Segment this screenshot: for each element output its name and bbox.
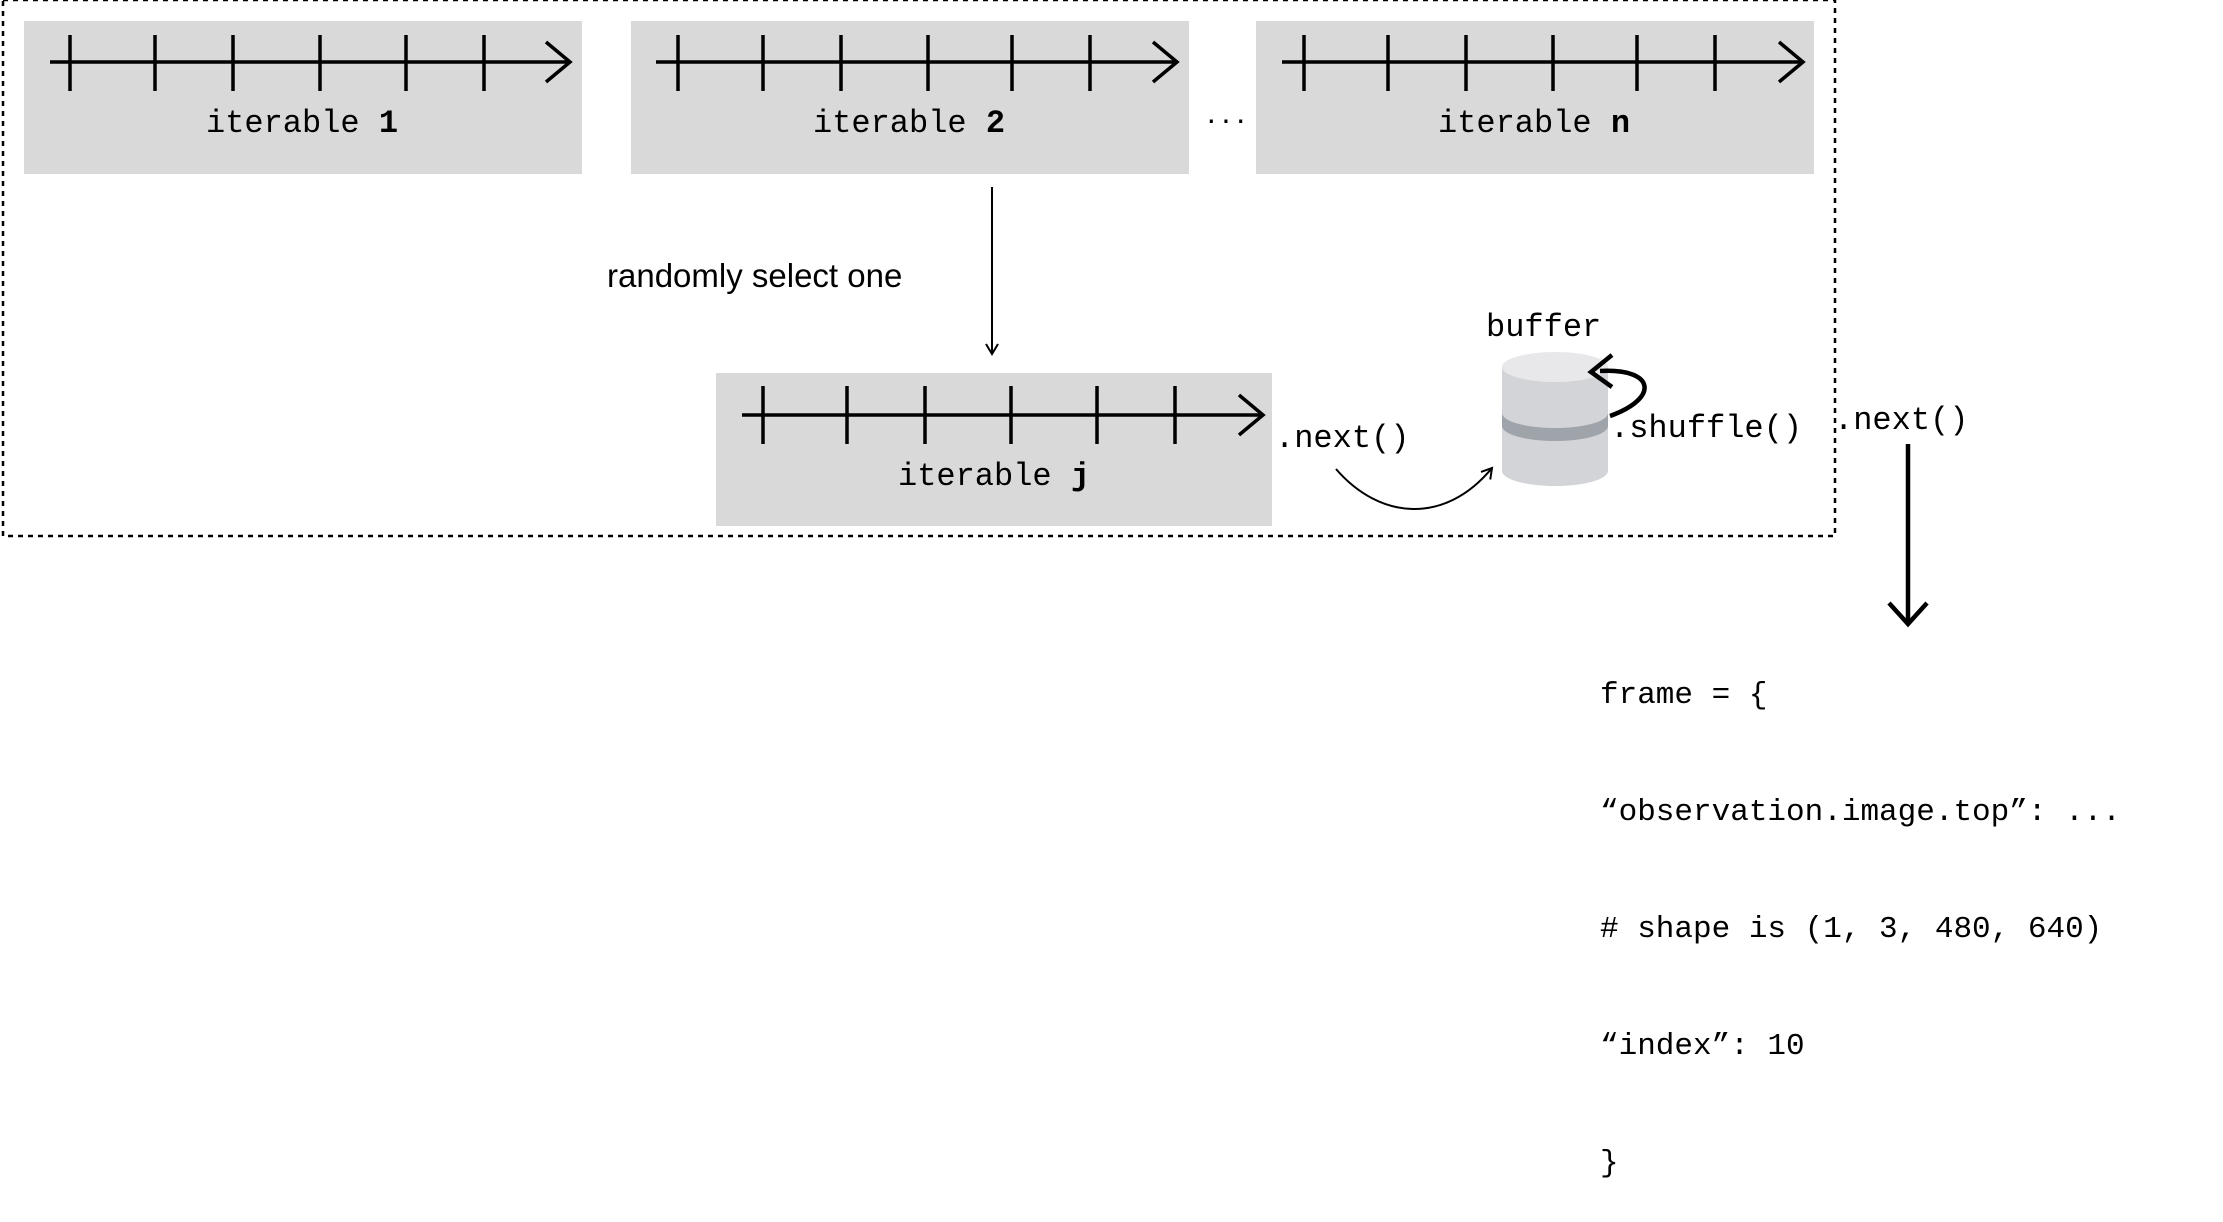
iterable-2-label: iterable 2 bbox=[813, 105, 1005, 142]
frame-line-close: } bbox=[1600, 1146, 1619, 1181]
sampler-container bbox=[1, 0, 1837, 538]
select-label: randomly select one bbox=[607, 257, 902, 294]
shuffle-label: .shuffle() bbox=[1610, 410, 1802, 447]
frame-line-observation: “observation.image.top”: ... bbox=[1600, 795, 2121, 830]
timeline-arrow-n bbox=[1282, 35, 1806, 91]
iterable-n-label: iterable n bbox=[1438, 105, 1630, 142]
frame-line-index: “index”: 10 bbox=[1600, 1029, 1805, 1064]
timeline-arrow-2 bbox=[656, 35, 1180, 91]
shuffle-loop-arrow bbox=[1599, 368, 1647, 419]
buffer-label: buffer bbox=[1486, 309, 1601, 346]
next-label-1: .next() bbox=[1275, 420, 1409, 457]
ellipsis: ··· bbox=[1206, 101, 1250, 137]
shuffle-arrowhead bbox=[1587, 353, 1614, 389]
iterable-1-box: iterable 1 bbox=[24, 21, 582, 174]
buffer-cylinder bbox=[1502, 352, 1608, 486]
iterable-n-box: iterable n bbox=[1256, 21, 1814, 174]
output-arrow bbox=[1887, 444, 1929, 628]
iterable-j-label: iterable j bbox=[898, 458, 1090, 495]
timeline-arrow-1 bbox=[50, 35, 573, 91]
timeline-arrow-j bbox=[742, 386, 1266, 444]
dataloader-diagram: iterable 1 iterable 2 ··· bbox=[1, 0, 1968, 628]
iterable-j-box: iterable j bbox=[716, 373, 1272, 526]
iterable-2-box: iterable 2 bbox=[631, 21, 1189, 174]
frame-output: frame = { “observation.image.top”: ... #… bbox=[1600, 598, 2121, 1222]
next-label-2: .next() bbox=[1834, 402, 1968, 439]
frame-line-shape-comment: # shape is (1, 3, 480, 640) bbox=[1600, 912, 2103, 947]
next-curve-arrow bbox=[1335, 466, 1494, 510]
frame-line-open: frame = { bbox=[1600, 678, 1768, 713]
iterable-1-label: iterable 1 bbox=[206, 105, 398, 142]
